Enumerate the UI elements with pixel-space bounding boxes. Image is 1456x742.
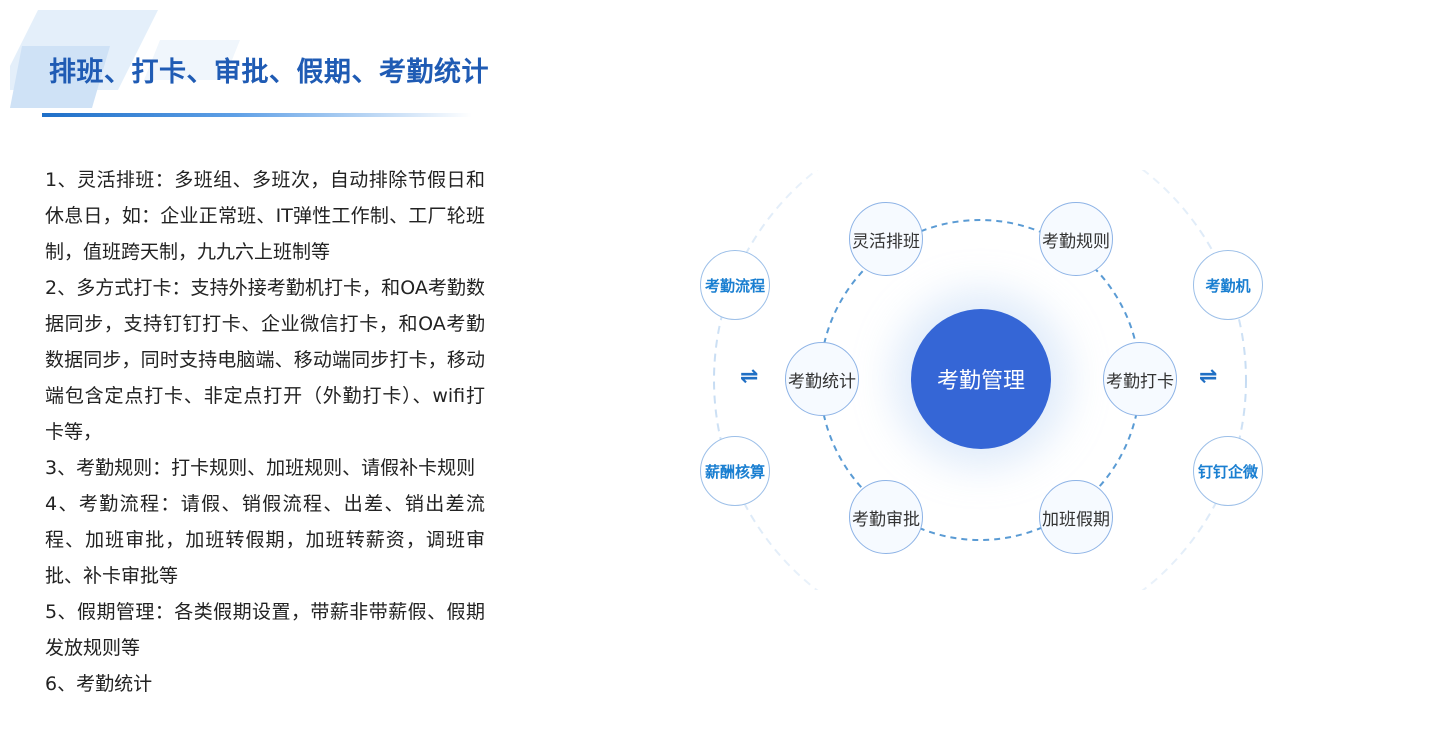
node-attendance-statistics: 考勤统计 (785, 342, 859, 416)
page-title: 排班、打卡、审批、假期、考勤统计 (49, 57, 489, 88)
exchange-arrow-left-icon: ⇌ (740, 364, 759, 389)
feature-item-leave: 5、假期管理：各类假期设置，带薪非带薪假、假期发放规则等 (45, 601, 485, 659)
title-decoration (10, 10, 240, 108)
deco-shape-front (10, 46, 110, 108)
feature-item-scheduling: 1、灵活排班：多班组、多班次，自动排除节假日和休息日，如：企业正常班、IT弹性工… (45, 169, 485, 263)
deco-shape-light (144, 40, 240, 80)
center-node-attendance-management: 考勤管理 (911, 309, 1051, 449)
exchange-arrow-right-icon: ⇌ (1199, 364, 1218, 389)
node-attendance-rules: 考勤规则 (1039, 202, 1113, 276)
feature-item-workflow: 4、考勤流程：请假、销假流程、出差、销出差流程、加班审批，加班转假期，加班转薪资… (45, 493, 485, 587)
title-underline (42, 113, 472, 117)
node-payroll-calculation: 薪酬核算 (700, 436, 770, 506)
node-dingtalk-wecom: 钉钉企微 (1193, 436, 1263, 506)
node-attendance-approval: 考勤审批 (849, 480, 923, 554)
node-attendance-machine: 考勤机 (1193, 250, 1263, 320)
feature-item-statistics: 6、考勤统计 (45, 673, 153, 695)
feature-item-clock-in: 2、多方式打卡：支持外接考勤机打卡，和OA考勤数据同步，支持钉钉打卡、企业微信打… (45, 277, 485, 443)
feature-list: 1、灵活排班：多班组、多班次，自动排除节假日和休息日，如：企业正常班、IT弹性工… (45, 162, 485, 702)
node-overtime-leave: 加班假期 (1039, 480, 1113, 554)
node-clock-in: 考勤打卡 (1103, 342, 1177, 416)
node-flexible-scheduling: 灵活排班 (849, 202, 923, 276)
outer-ring (713, 170, 1247, 590)
feature-item-rules: 3、考勤规则：打卡规则、加班规则、请假补卡规则 (45, 457, 476, 479)
node-attendance-workflow: 考勤流程 (700, 250, 770, 320)
attendance-diagram: 考勤管理 灵活排班 考勤规则 考勤统计 考勤打卡 考勤审批 加班假期 考勤流程 … (690, 170, 1280, 590)
